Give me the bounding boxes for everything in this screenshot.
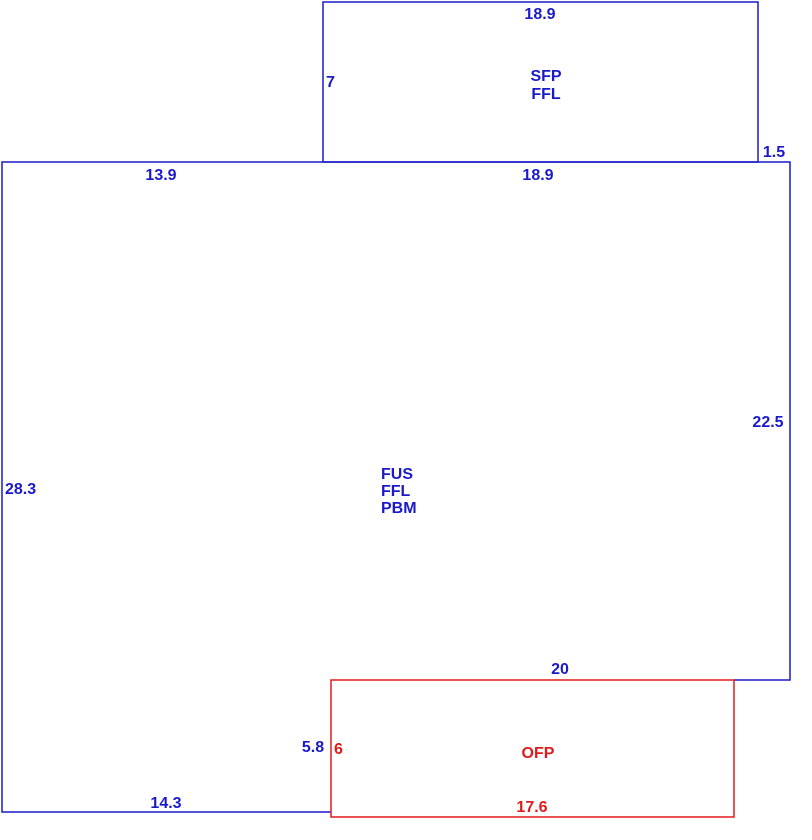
- main-lower-right-dimension: 20: [551, 661, 569, 678]
- main-area-code-3: PBM: [381, 500, 417, 517]
- porch-left-dimension: 6: [334, 741, 343, 758]
- main-right-dimension: 22.5: [752, 414, 783, 431]
- upper-left-dimension: 7: [326, 74, 335, 91]
- upper-step-dimension: 1.5: [763, 144, 785, 161]
- porch-area-outline: [330, 679, 735, 818]
- main-top-left-dimension: 13.9: [145, 167, 176, 184]
- main-area-code-1: FUS: [381, 466, 413, 483]
- upper-top-dimension: 18.9: [524, 6, 555, 23]
- porch-bottom-dimension: 17.6: [516, 799, 547, 816]
- upper-area-code-1: SFP: [530, 68, 561, 85]
- upper-area-code-2: FFL: [531, 86, 561, 103]
- main-area-outline: [1, 161, 791, 813]
- main-left-dimension: 28.3: [5, 481, 36, 498]
- main-notch-dimension: 5.8: [302, 739, 324, 756]
- main-area-code-2: FFL: [381, 483, 411, 500]
- main-bottom-dimension: 14.3: [150, 795, 181, 812]
- porch-area-code: OFP: [522, 745, 555, 762]
- upper-bottom-dimension: 18.9: [522, 167, 553, 184]
